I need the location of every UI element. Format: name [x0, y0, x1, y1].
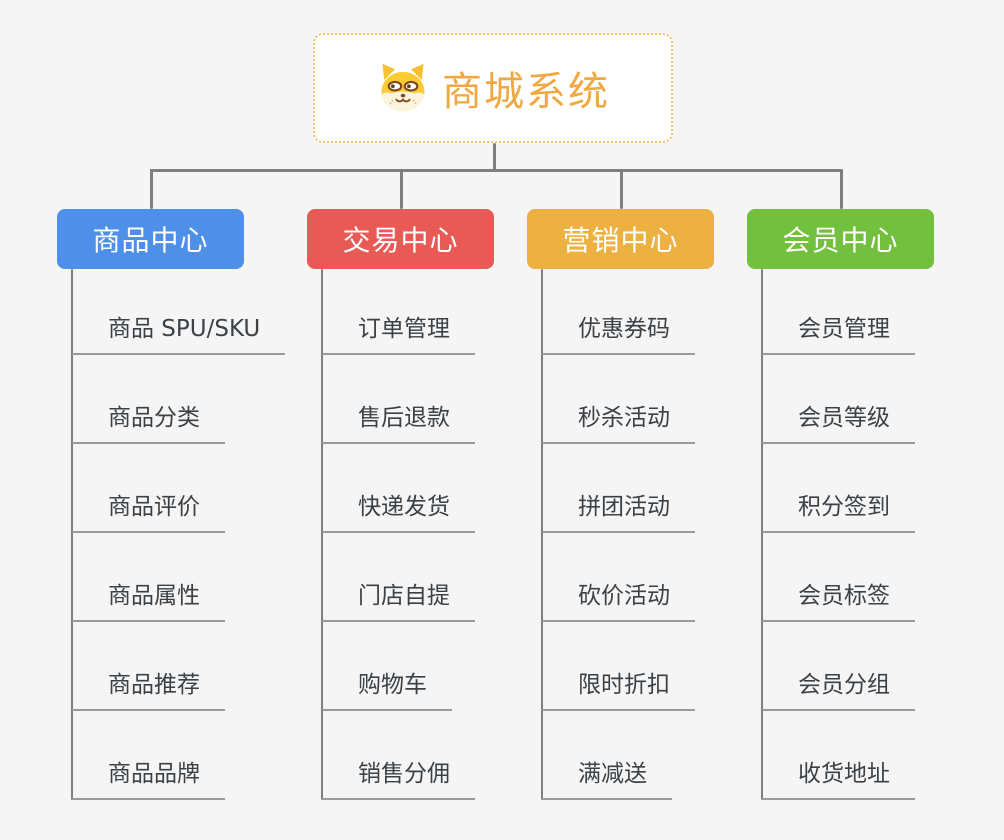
leaf-label: 会员标签 — [798, 583, 890, 609]
leaf-node[interactable]: 会员等级 — [762, 404, 915, 444]
branch-header-2[interactable]: 营销中心 — [527, 209, 714, 269]
leaf-node[interactable]: 商品属性 — [72, 582, 225, 622]
leaf-label: 会员管理 — [798, 316, 890, 342]
branch-drop-line-0 — [149, 169, 153, 209]
leaf-label: 限时折扣 — [578, 672, 670, 698]
leaf-label: 销售分佣 — [358, 761, 450, 787]
leaf-node[interactable]: 会员管理 — [762, 315, 915, 355]
leaf-node[interactable]: 订单管理 — [322, 315, 475, 355]
leaf-label: 商品 SPU/SKU — [108, 316, 261, 342]
leaf-node[interactable]: 商品推荐 — [72, 671, 225, 711]
root-connector-line — [493, 143, 496, 172]
leaf-node[interactable]: 拼团活动 — [542, 493, 695, 533]
leaf-label: 满减送 — [578, 761, 647, 787]
leaf-node[interactable]: 商品分类 — [72, 404, 225, 444]
leaf-node[interactable]: 购物车 — [322, 671, 452, 711]
branch-drop-line-2 — [619, 169, 623, 209]
leaf-node[interactable]: 限时折扣 — [542, 671, 695, 711]
branch-trunk-line-0 — [71, 269, 73, 800]
leaf-label: 商品分类 — [108, 405, 200, 431]
leaf-node[interactable]: 会员标签 — [762, 582, 915, 622]
leaf-label: 商品品牌 — [108, 761, 200, 787]
branch-header-0[interactable]: 商品中心 — [57, 209, 244, 269]
branch-drop-line-3 — [839, 169, 843, 209]
leaf-node[interactable]: 优惠券码 — [542, 315, 695, 355]
leaf-node[interactable]: 积分签到 — [762, 493, 915, 533]
leaf-label: 收货地址 — [798, 761, 890, 787]
leaf-node[interactable]: 销售分佣 — [322, 760, 475, 800]
leaf-node[interactable]: 收货地址 — [762, 760, 915, 800]
leaf-label: 商品属性 — [108, 583, 200, 609]
branch-trunk-line-2 — [541, 269, 543, 800]
leaf-label: 拼团活动 — [578, 494, 670, 520]
leaf-node[interactable]: 砍价活动 — [542, 582, 695, 622]
leaf-label: 会员分组 — [798, 672, 890, 698]
leaf-node[interactable]: 商品评价 — [72, 493, 225, 533]
leaf-node[interactable]: 满减送 — [542, 760, 672, 800]
shiba-dog-icon — [381, 63, 425, 112]
branch-header-3[interactable]: 会员中心 — [747, 209, 934, 269]
branch-header-1[interactable]: 交易中心 — [307, 209, 494, 269]
leaf-label: 购物车 — [358, 672, 427, 698]
leaf-node[interactable]: 商品 SPU/SKU — [72, 315, 286, 355]
leaf-label: 会员等级 — [798, 405, 890, 431]
leaf-label: 商品评价 — [108, 494, 200, 520]
leaf-node[interactable]: 会员分组 — [762, 671, 915, 711]
leaf-label: 订单管理 — [358, 316, 450, 342]
leaf-node[interactable]: 售后退款 — [322, 404, 475, 444]
leaf-node[interactable]: 门店自提 — [322, 582, 475, 622]
leaf-node[interactable]: 商品品牌 — [72, 760, 225, 800]
leaf-label: 售后退款 — [358, 405, 450, 431]
leaf-label: 积分签到 — [798, 494, 890, 520]
leaf-node[interactable]: 秒杀活动 — [542, 404, 695, 444]
branch-bus-line — [149, 169, 843, 172]
branch-trunk-line-1 — [321, 269, 323, 800]
root-title: 商城系统 — [442, 69, 610, 115]
leaf-label: 商品推荐 — [108, 672, 200, 698]
leaf-label: 秒杀活动 — [578, 405, 670, 431]
branch-drop-line-1 — [399, 169, 403, 209]
leaf-label: 砍价活动 — [578, 583, 670, 609]
leaf-label: 优惠券码 — [578, 316, 670, 342]
leaf-label: 门店自提 — [358, 583, 450, 609]
branch-trunk-line-3 — [761, 269, 763, 800]
root-node[interactable]: 商城系统 — [313, 33, 673, 143]
leaf-node[interactable]: 快递发货 — [322, 493, 475, 533]
leaf-label: 快递发货 — [358, 494, 450, 520]
